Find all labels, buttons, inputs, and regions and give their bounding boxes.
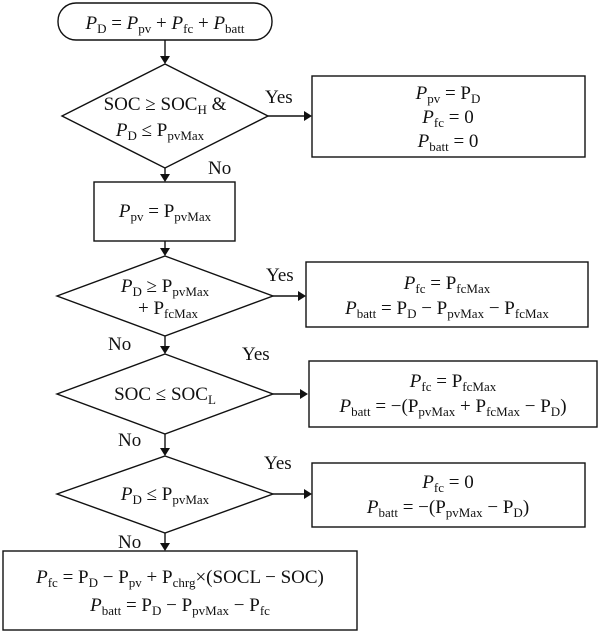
result-battery-charge: Pfc = 0 Pbatt = −(PpvMax − PD) — [311, 462, 586, 528]
decision-3-formula: SOC ≤ SOCL — [114, 384, 216, 407]
result-1-line-2: Pfc = 0 — [421, 107, 473, 130]
result-2-line-2: Pbatt = PD − PpvMax − PfcMax — [344, 298, 549, 321]
decision-4-formula: PD ≤ PpvMax — [120, 484, 210, 507]
decision-1-line-2: PD ≤ PpvMax — [115, 120, 205, 143]
start-formula: PD = Ppv + Pfc + Pbatt — [84, 13, 244, 36]
result-2-line-1: Pfc = PfcMax — [403, 273, 491, 296]
decision-3-no-label: No — [118, 430, 141, 451]
process-pv-max-formula: Ppv = PpvMax — [118, 201, 212, 224]
result-1-line-3: Pbatt = 0 — [417, 131, 479, 154]
start-node: PD = Ppv + Pfc + Pbatt — [57, 2, 273, 41]
process-pv-max: Ppv = PpvMax — [93, 181, 236, 242]
result-4-line-1: Pfc = 0 — [421, 472, 473, 495]
result-fc-max-discharge: Pfc = PfcMax Pbatt = PD − PpvMax − PfcMa… — [305, 261, 589, 328]
decision-1-line-1: SOC ≥ SOCH & — [104, 94, 227, 117]
decision-2-line-1: PD ≥ PpvMax — [120, 276, 210, 299]
decision-1-yes-label: Yes — [265, 87, 293, 108]
decision-soc-low: SOC ≤ SOCL Yes No — [54, 344, 276, 451]
decision-1-no-label: No — [208, 158, 231, 179]
result-1-line-1: Ppv = PD — [415, 83, 481, 106]
connectors — [160, 40, 312, 551]
decision-demand-low: PD ≤ PpvMax Yes No — [54, 453, 292, 553]
decision-2-yes-label: Yes — [266, 265, 294, 286]
result-fc-max-charge: Pfc = PfcMax Pbatt = −(PpvMax + PfcMax −… — [308, 360, 598, 428]
final-line-2: Pbatt = PD − PpvMax − Pfc — [89, 595, 270, 618]
decision-3-yes-label: Yes — [242, 344, 270, 365]
result-4-line-2: Pbatt = −(PpvMax − PD) — [366, 497, 529, 520]
final-fc-charging: Pfc = PD − Ppv + Pchrg×(SOCL − SOC) Pbat… — [2, 550, 358, 631]
final-line-1: Pfc = PD − Ppv + Pchrg×(SOCL − SOC) — [35, 567, 324, 590]
decision-demand-high: PD ≥ PpvMax + PfcMax Yes No — [54, 255, 294, 355]
result-pv-only: Ppv = PD Pfc = 0 Pbatt = 0 — [311, 75, 586, 158]
decision-soc-high: SOC ≥ SOCH & PD ≤ PpvMax Yes No — [60, 63, 293, 179]
decision-4-no-label: No — [118, 532, 141, 553]
decision-2-no-label: No — [108, 334, 131, 355]
decision-4-yes-label: Yes — [264, 453, 292, 474]
result-3-line-1: Pfc = PfcMax — [409, 371, 497, 394]
decision-2-line-2: + PfcMax — [138, 298, 198, 321]
result-3-line-2: Pbatt = −(PpvMax + PfcMax − PD) — [338, 396, 566, 419]
